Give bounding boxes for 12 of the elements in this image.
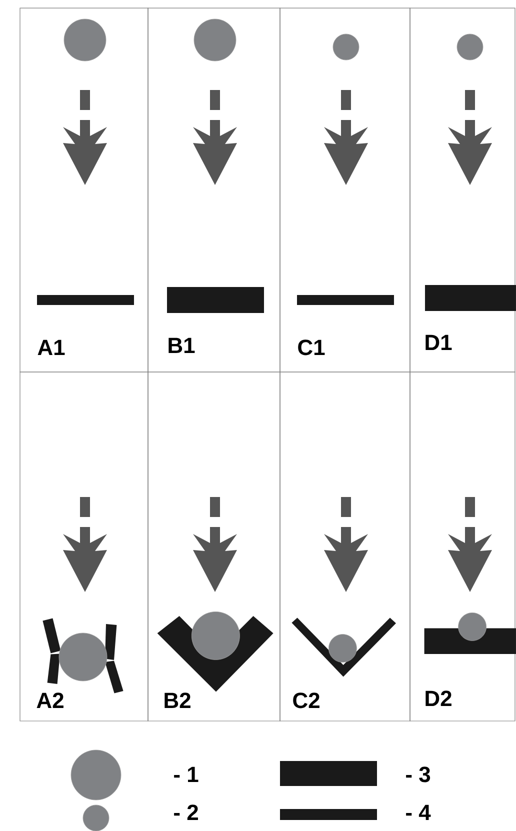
panel: D1 [410,8,516,372]
legend-label: - 4 [406,804,431,820]
panel: A2 [20,372,148,722]
panel: B1 [148,8,280,372]
panel: D2 [410,372,516,722]
panel: C2 [280,372,410,722]
legend-label: - 3 [406,766,430,782]
panel: B2 [148,372,280,722]
legend-label: - 2 [174,804,198,820]
panel: A1 [20,8,148,372]
panel: C1 [280,8,410,372]
legend-label: - 1 [174,766,198,782]
